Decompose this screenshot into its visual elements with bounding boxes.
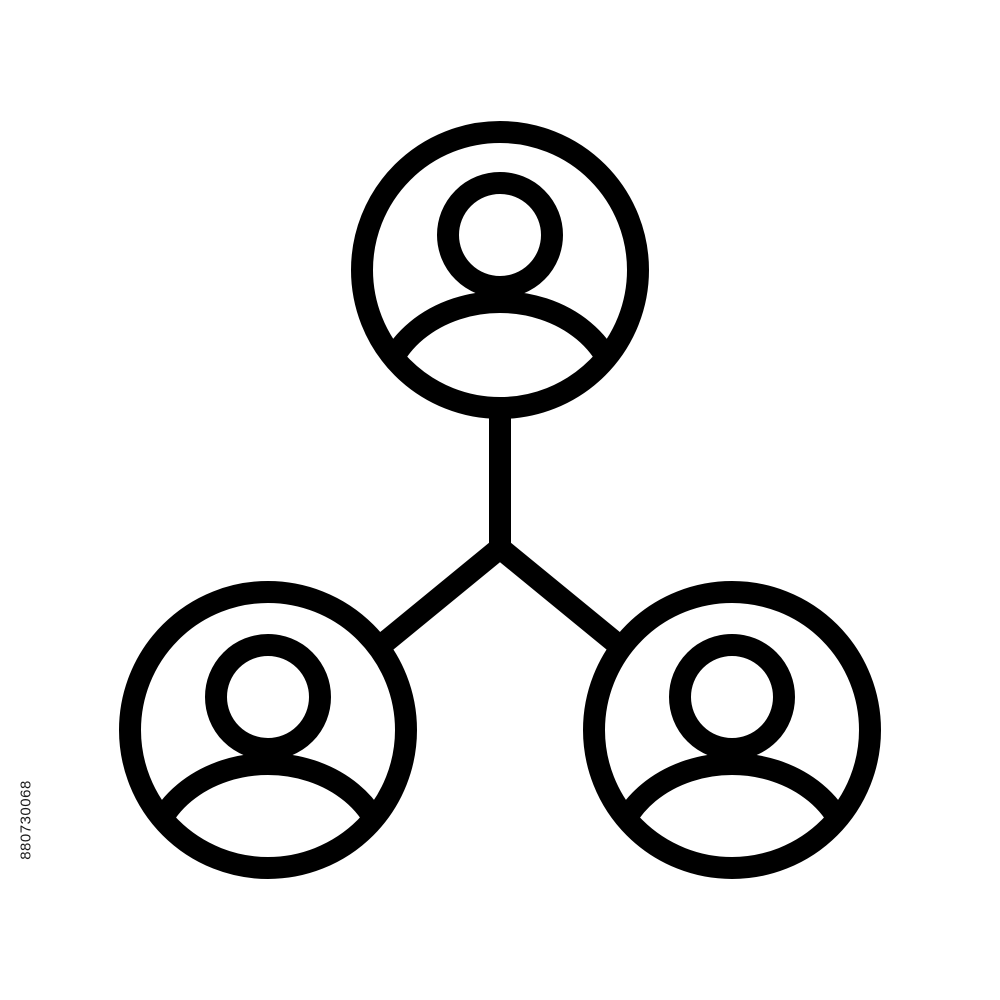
node-ring <box>351 121 649 419</box>
node-ring <box>583 581 881 879</box>
connector-right <box>493 539 629 657</box>
stock-id-label: 880730068 <box>17 780 35 860</box>
connector-left <box>371 539 507 657</box>
user-node-right <box>583 581 881 879</box>
user-head-icon <box>669 634 795 760</box>
node-ring <box>119 581 417 879</box>
user-head-icon <box>437 172 563 298</box>
user-head-icon <box>205 634 331 760</box>
user-node-left <box>119 581 417 879</box>
